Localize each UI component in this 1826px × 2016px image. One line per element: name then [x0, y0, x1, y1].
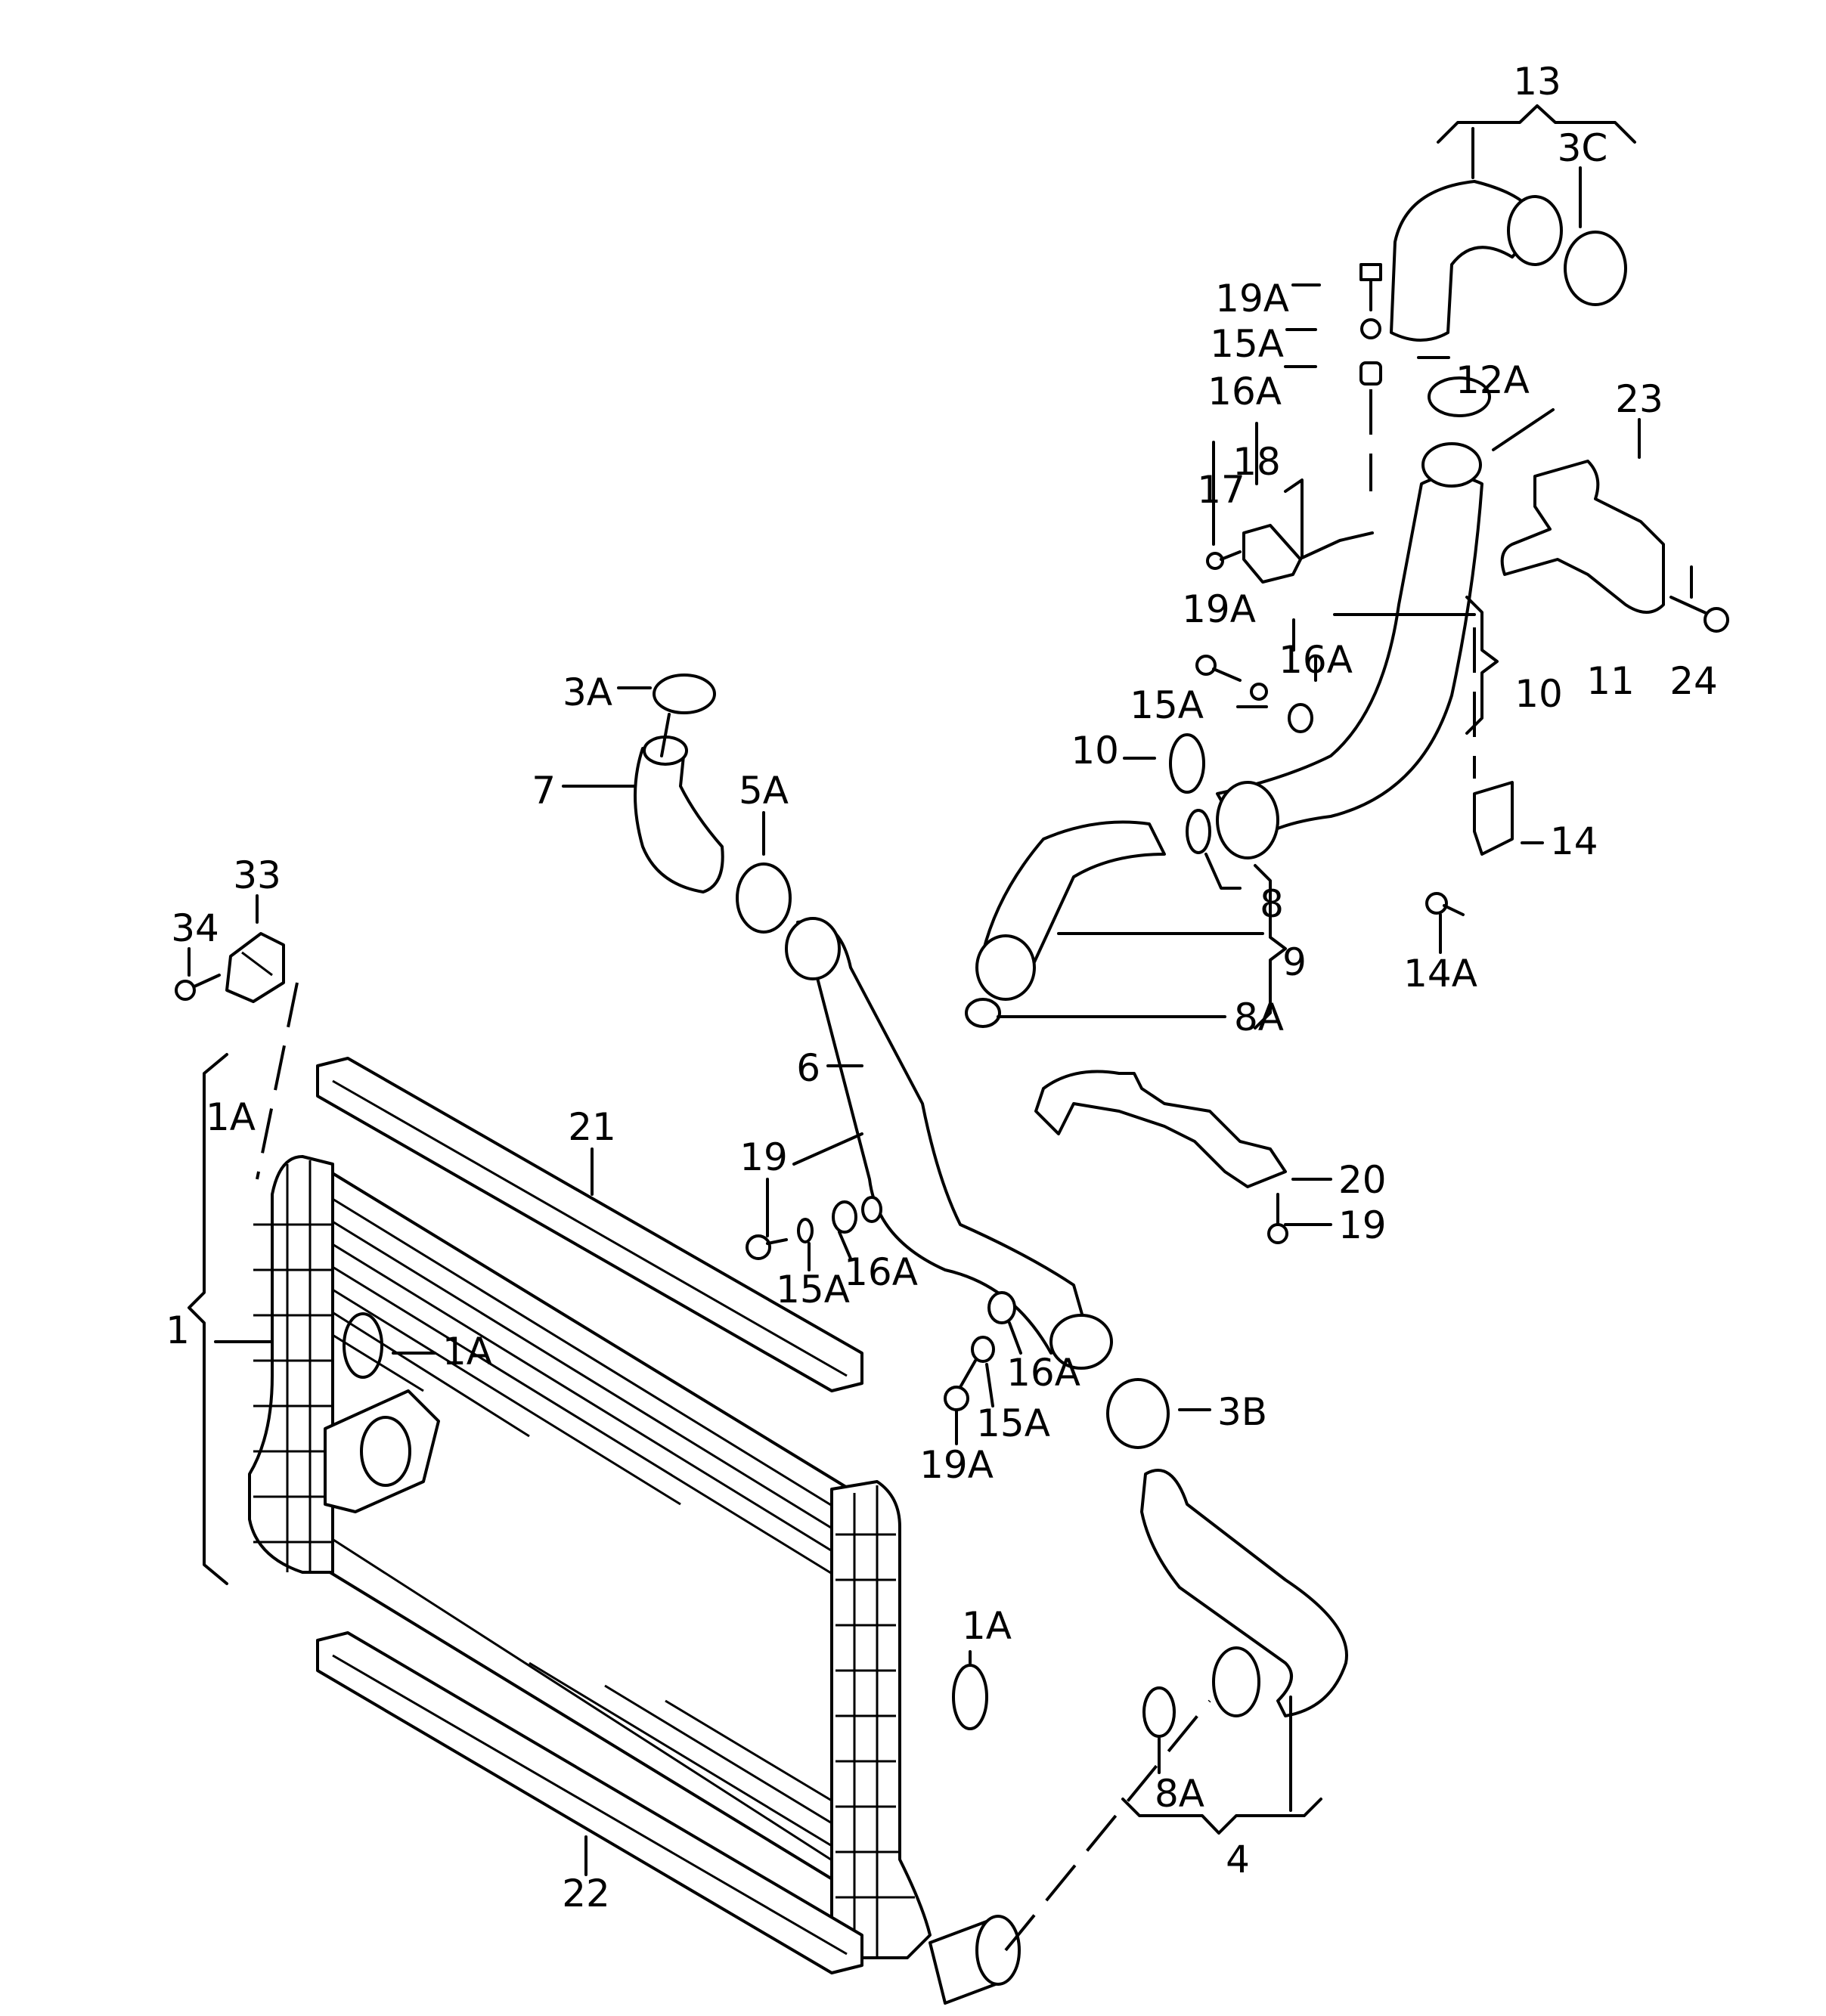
- callout-15A-left: 15A: [776, 1268, 850, 1311]
- callout-4: 4: [1226, 1838, 1250, 1881]
- seal-1A-mid: [343, 1312, 383, 1379]
- seal-1A-lower: [952, 1664, 988, 1730]
- callout-34: 34: [171, 906, 219, 950]
- o-ring-8: [1186, 809, 1211, 854]
- callout-1A-lower: 1A: [962, 1604, 1012, 1648]
- hose-clamp-5A: [736, 862, 792, 934]
- callout-12A: 12A: [1456, 358, 1530, 402]
- callout-3B: 3B: [1217, 1390, 1267, 1434]
- pipe-11-lower-end: [1216, 781, 1279, 859]
- sensor-18: [1242, 524, 1302, 584]
- callout-18: 18: [1232, 440, 1281, 484]
- callout-14A: 14A: [1403, 952, 1477, 996]
- callout-19-right: 19: [1338, 1203, 1387, 1247]
- callout-17: 17: [1197, 468, 1245, 512]
- intercooler-right-tank: [830, 1480, 932, 1959]
- callout-19A-upper: 19A: [1215, 277, 1289, 321]
- callout-labels: 13 3C 19A 15A 16A 12A 23 18 17 19A 16A 1…: [166, 60, 1718, 1915]
- pipe-6-lower-end: [1049, 1314, 1113, 1370]
- pipe-6-end: [785, 917, 841, 980]
- callout-10-left: 10: [1071, 729, 1119, 773]
- hose-13-end: [1507, 195, 1563, 266]
- callout-8A-lower: 8A: [1155, 1772, 1204, 1816]
- hose-4: [1140, 1469, 1348, 1717]
- callout-7: 7: [532, 769, 556, 813]
- hose-clamp-3A: [653, 674, 716, 714]
- bracket-20: [1034, 1070, 1287, 1188]
- hose-4-end: [1212, 1646, 1260, 1717]
- callout-15A-mid: 15A: [1130, 683, 1204, 727]
- intercooler-left-tank: [248, 1155, 334, 1574]
- bolt-stack-upper: [1359, 263, 1382, 491]
- o-ring-8A-lower: [1142, 1686, 1176, 1738]
- callout-14: 14: [1550, 819, 1598, 863]
- callout-19A-mid: 19A: [1182, 587, 1256, 631]
- callout-5A: 5A: [739, 769, 789, 813]
- air-guide-bottom: [316, 1631, 863, 1974]
- callout-24: 24: [1669, 659, 1718, 703]
- callout-23: 23: [1615, 377, 1663, 421]
- bracket-14: [1473, 781, 1514, 856]
- callout-11: 11: [1586, 659, 1635, 703]
- bracket-23: [1500, 460, 1665, 614]
- callout-21: 21: [568, 1105, 616, 1149]
- callout-16A-mid: 16A: [1279, 638, 1353, 682]
- seal-10: [1169, 733, 1205, 794]
- intercooler: [248, 1057, 1021, 2005]
- callout-8A-upper: 8A: [1234, 996, 1284, 1039]
- callout-20: 20: [1338, 1158, 1387, 1202]
- callout-6: 6: [796, 1046, 820, 1090]
- bolt-stack-lower: [944, 1291, 1016, 1411]
- callout-15A-lower: 15A: [976, 1401, 1050, 1445]
- callout-1A-mid: 1A: [442, 1330, 492, 1373]
- callout-8: 8: [1260, 882, 1284, 926]
- rubber-mount-33: [225, 932, 285, 1003]
- callout-16A-lower: 16A: [1006, 1351, 1080, 1395]
- callout-19-left: 19: [739, 1135, 788, 1179]
- callout-22: 22: [562, 1872, 610, 1915]
- hose-clamp-3B: [1106, 1378, 1170, 1449]
- pipe-11: [1216, 475, 1483, 848]
- bolt-stack-mid-right: [1195, 655, 1313, 733]
- intercooler-right-outlet: [975, 1915, 1021, 1986]
- hose-7: [634, 747, 724, 893]
- leader-lines: [188, 104, 1693, 1952]
- bolt-24: [1669, 596, 1729, 633]
- callout-3A: 3A: [563, 670, 612, 714]
- pipe-6: [796, 919, 1090, 1355]
- intercooler-fins: [324, 1193, 855, 1876]
- callout-9: 9: [1282, 940, 1307, 984]
- hose-clamp-3C: [1564, 231, 1627, 306]
- callout-33: 33: [233, 853, 281, 897]
- bolt-14A: [1425, 892, 1465, 916]
- callout-13: 13: [1513, 60, 1561, 104]
- screw-34: [175, 974, 221, 1001]
- hose-clamp-12A: [1428, 376, 1491, 417]
- intercooler-left-outlet: [360, 1416, 411, 1487]
- callout-10-right: 10: [1514, 672, 1563, 716]
- callout-15A-upper: 15A: [1210, 322, 1284, 366]
- hose-9-end: [975, 934, 1036, 1001]
- air-guide-top: [316, 1057, 863, 1392]
- bolt-stack-left: [746, 1196, 882, 1260]
- hose-9: [981, 820, 1166, 977]
- callout-3C: 3C: [1558, 126, 1608, 170]
- callout-19A-lower: 19A: [919, 1443, 994, 1487]
- bolt-19-right: [1267, 1193, 1288, 1244]
- pipe-11-upper-end: [1421, 442, 1482, 488]
- callout-16A-upper: 16A: [1208, 370, 1282, 413]
- callout-16A-left: 16A: [844, 1250, 918, 1294]
- callout-1: 1: [166, 1308, 190, 1352]
- callout-1A-upper: 1A: [206, 1095, 256, 1139]
- o-ring-8A-upper: [965, 998, 1001, 1028]
- bolt-17: [1206, 550, 1242, 570]
